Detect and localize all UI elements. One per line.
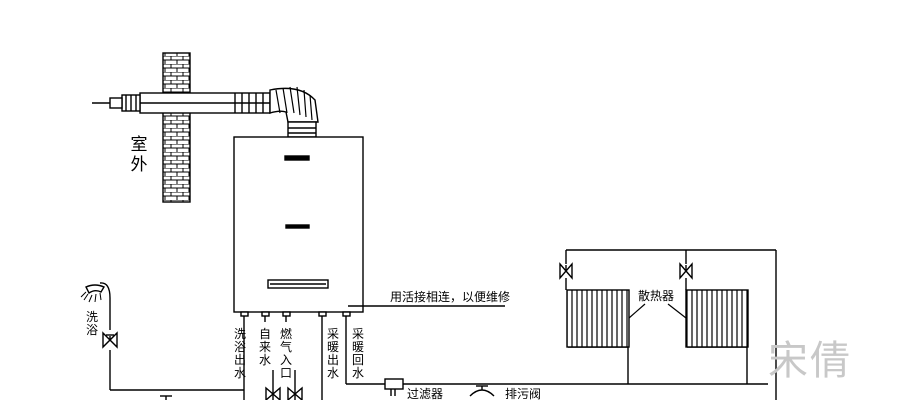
outdoor-wall — [162, 52, 191, 203]
drain-valve-icon — [469, 389, 495, 397]
shower-head-icon — [80, 282, 111, 303]
watermark: 宋倩 — [768, 338, 852, 384]
cold-inlet-label: 自来水 — [258, 327, 271, 367]
gas-valve-icon — [287, 386, 303, 400]
boiler-pipes — [243, 316, 768, 400]
drain-valve-label: 排污阀 — [505, 387, 542, 401]
gas-inlet-label: 燃气入口 — [279, 327, 292, 380]
heating-return-label: 采暖回水 — [351, 327, 364, 380]
radiator-label: 散热器 — [638, 289, 675, 303]
shower-line — [102, 298, 244, 391]
boiler — [233, 136, 364, 317]
bath-outlet-label: 洗浴出水 — [233, 327, 246, 380]
outdoor-label: 室外 — [130, 135, 148, 175]
filter-icon — [384, 378, 404, 396]
radiator-left — [566, 289, 630, 348]
flue-pipe — [92, 86, 319, 138]
cold-valve-icon — [265, 386, 281, 400]
union-note-label: 用活接相连，以便维修 — [390, 290, 511, 304]
shower-label: 洗浴 — [85, 310, 98, 337]
filter-label: 过滤器 — [407, 387, 444, 401]
heating-outlet-label: 采暖出水 — [326, 327, 339, 380]
radiator-right — [685, 289, 749, 348]
